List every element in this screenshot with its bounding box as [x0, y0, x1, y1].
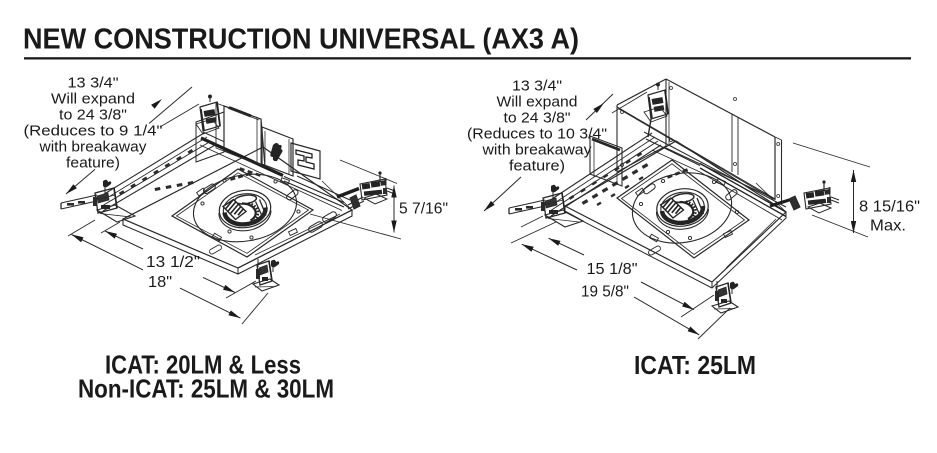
svg-text:to 24 3/8": to 24 3/8" [59, 107, 127, 124]
svg-text:Non-ICAT: 25LM & 30LM: Non-ICAT: 25LM & 30LM [78, 374, 334, 404]
svg-text:with breakaway: with breakaway [38, 139, 147, 156]
svg-text:13 3/4": 13 3/4" [68, 75, 119, 92]
svg-text:Will expand: Will expand [51, 91, 135, 108]
svg-text:15 1/8": 15 1/8" [587, 261, 638, 278]
svg-text:ICAT: 25LM: ICAT: 25LM [634, 350, 756, 380]
svg-text:13 1/2": 13 1/2" [146, 254, 200, 271]
svg-text:Max.: Max. [870, 218, 906, 235]
svg-text:5 7/16": 5 7/16" [399, 201, 448, 218]
svg-text:Will expand: Will expand [497, 94, 578, 111]
svg-text:NEW CONSTRUCTION UNIVERSAL (AX: NEW CONSTRUCTION UNIVERSAL (AX3 A) [23, 24, 579, 56]
svg-text:13 3/4": 13 3/4" [512, 78, 562, 95]
svg-text:feature): feature) [66, 155, 120, 172]
svg-text:ICAT: 20LM & Less: ICAT: 20LM & Less [105, 350, 301, 380]
svg-text:(Reduces to 9 1/4": (Reduces to 9 1/4" [24, 123, 163, 140]
svg-text:with breakaway: with breakaway [481, 142, 592, 159]
svg-text:to 24 3/8": to 24 3/8" [504, 110, 571, 127]
svg-text:18": 18" [148, 274, 172, 291]
svg-text:19 5/8": 19 5/8" [581, 284, 629, 301]
svg-text:feature): feature) [509, 158, 565, 175]
svg-text:8 15/16": 8 15/16" [859, 199, 920, 216]
svg-text:(Reduces to 10 3/4": (Reduces to 10 3/4" [467, 126, 607, 143]
